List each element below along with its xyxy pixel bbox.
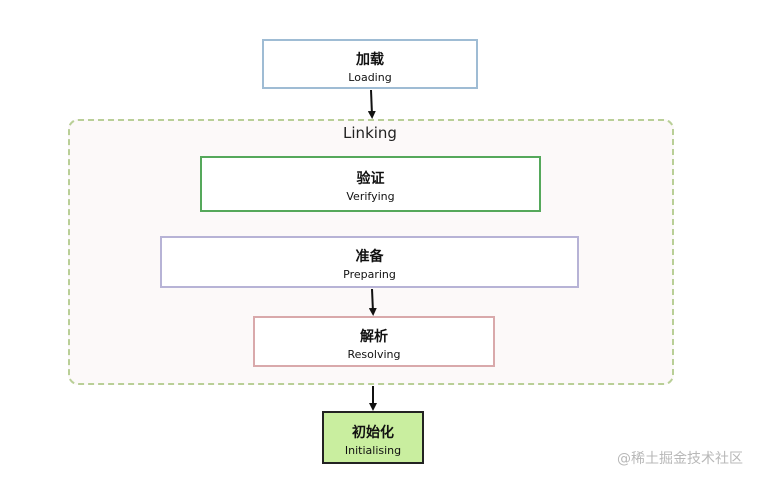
- stage-preparing-zh: 准备: [355, 249, 384, 265]
- stage-preparing-en: Preparing: [343, 268, 396, 281]
- stage-initialising-zh: 初始化: [352, 425, 394, 441]
- arrow-preparing-to-resolving: [368, 288, 377, 316]
- stage-verifying-en: Verifying: [346, 190, 395, 203]
- linking-label: Linking: [343, 124, 397, 142]
- stage-preparing: 准备 Preparing: [160, 236, 579, 288]
- stage-verifying-zh: 验证: [356, 171, 385, 187]
- stage-resolving-zh: 解析: [360, 329, 388, 345]
- stage-loading-zh: 加载: [356, 52, 384, 68]
- watermark: @稀土掘金技术社区: [617, 451, 743, 467]
- stage-initialising-en: Initialising: [344, 444, 402, 457]
- stage-resolving-en: Resolving: [347, 348, 401, 361]
- arrow-loading-to-linking: [367, 89, 376, 119]
- stage-verifying: 验证 Verifying: [200, 156, 541, 212]
- stage-initialising: 初始化 Initialising: [322, 411, 424, 464]
- stage-resolving: 解析 Resolving: [253, 316, 495, 367]
- stage-loading-en: Loading: [348, 71, 392, 84]
- stage-loading: 加载 Loading: [262, 39, 478, 89]
